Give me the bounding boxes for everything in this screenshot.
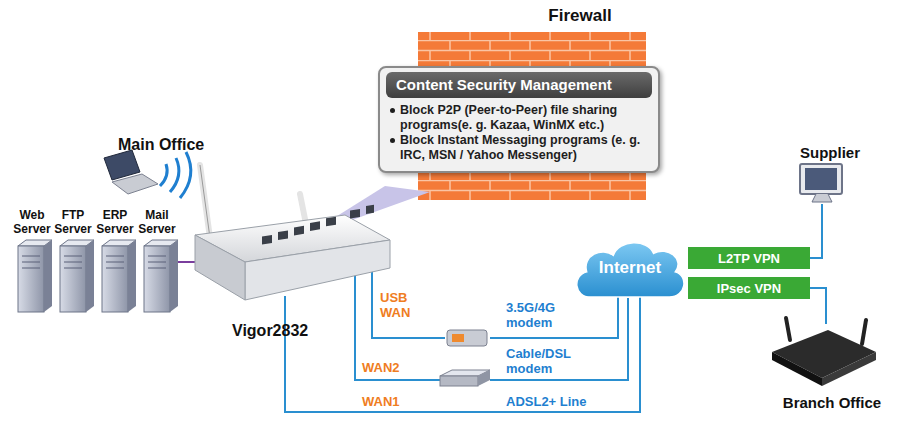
label-text: Web Server [6, 208, 58, 236]
dsl-modem [440, 370, 490, 386]
node-heading: L2TP VPN [718, 251, 780, 266]
wifi-waves [160, 152, 191, 198]
usb-modem [447, 330, 487, 346]
label-text: WAN1 [362, 394, 422, 409]
supplier-computer [800, 164, 842, 202]
node-heading: Internet [599, 258, 661, 278]
label-text: ERP Server [89, 208, 141, 236]
label-text: USB WAN [380, 290, 420, 320]
internet-cloud: Internet [571, 237, 689, 299]
label-text: Mail Server [131, 208, 183, 236]
label-text: Firewall [520, 6, 640, 25]
vpn-band: IPsec VPN [688, 277, 810, 299]
label-text: WAN2 [362, 360, 422, 375]
label-text: FTP Server [47, 208, 99, 236]
label-text: Branch Office [772, 394, 892, 411]
laptop-base [112, 174, 158, 194]
router-vigor [195, 165, 390, 300]
node-heading: IPsec VPN [717, 281, 781, 296]
node-text: Block Instant Messaging programs (e. g. … [400, 133, 648, 163]
node-text: Block P2P (Peer-to-Peer) file sharing pr… [400, 103, 648, 133]
label-text: Main Office [118, 136, 238, 154]
label-text: ADSL2+ Line [506, 394, 616, 409]
label-text: Supplier [780, 144, 880, 161]
branch-router [772, 318, 876, 386]
node-heading: Content Security Management [386, 72, 652, 98]
server-icons [18, 240, 178, 312]
callout-box: Content Security ManagementBlock P2P (Pe… [378, 66, 660, 173]
vpn-band: L2TP VPN [688, 247, 810, 269]
label-text: Cable/DSL modem [506, 346, 606, 376]
label-text: 3.5G/4G modem [506, 300, 596, 330]
label-text: Vigor2832 [232, 322, 342, 340]
